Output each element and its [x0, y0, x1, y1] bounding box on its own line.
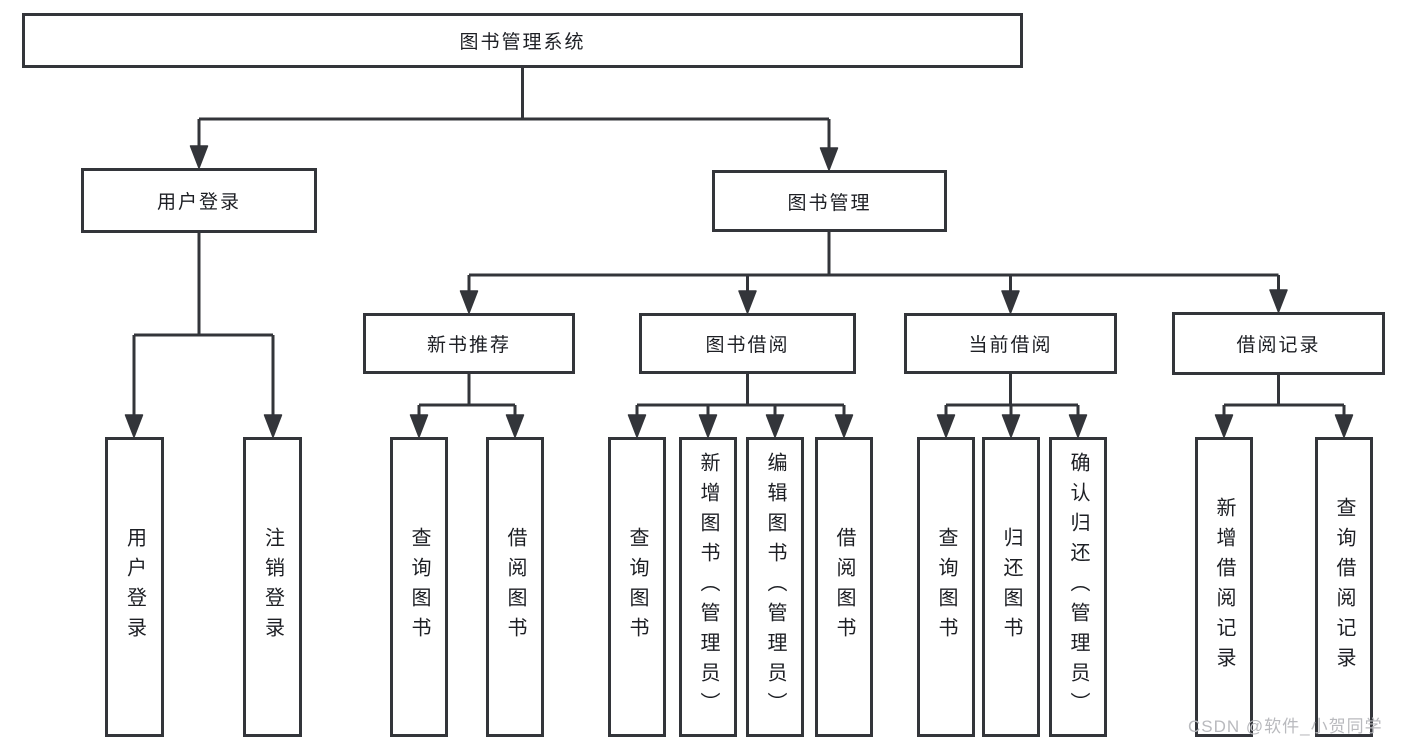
leaf-add-borrow-record: 新增借阅记录	[1195, 437, 1253, 737]
node-user-login: 用户登录	[81, 168, 317, 233]
leaf-label: 查询图书	[626, 527, 648, 647]
leaf-query-books-borrowing: 查询图书	[608, 437, 666, 737]
leaf-query-borrow-record: 查询借阅记录	[1315, 437, 1373, 737]
leaf-label: 新增图书（管理员）	[697, 452, 719, 722]
arrowheads	[124, 145, 1354, 438]
node-library-management-system: 图书管理系统	[22, 13, 1023, 68]
leaf-label: 借阅图书	[504, 527, 526, 647]
leaf-label: 归还图书	[1000, 527, 1022, 647]
leaf-borrow-books-recommend: 借阅图书	[486, 437, 544, 737]
leaf-label: 查询借阅记录	[1333, 497, 1355, 677]
node-label: 图书管理系统	[459, 32, 586, 53]
node-book-management: 图书管理	[712, 170, 947, 232]
leaf-add-books-admin: 新增图书（管理员）	[679, 437, 737, 737]
leaf-query-books-recommend: 查询图书	[390, 437, 448, 737]
leaf-label: 新增借阅记录	[1213, 497, 1235, 677]
node-borrowing-records: 借阅记录	[1172, 312, 1385, 375]
node-label: 图书管理	[787, 192, 872, 214]
csdn-watermark: CSDN @软件_小贺同学	[1188, 717, 1383, 736]
leaf-logout: 注销登录	[243, 437, 302, 737]
connector-paths	[132, 68, 1346, 419]
node-label: 用户登录	[156, 192, 241, 213]
leaf-label: 查询图书	[408, 527, 430, 647]
node-new-book-recommend: 新书推荐	[363, 313, 575, 374]
leaf-edit-books-admin: 编辑图书（管理员）	[746, 437, 804, 737]
leaf-label: 注销登录	[261, 527, 284, 647]
leaf-return-books: 归还图书	[982, 437, 1040, 737]
node-label: 当前借阅	[968, 335, 1053, 356]
leaf-user-login: 用户登录	[105, 437, 164, 737]
leaf-label: 用户登录	[123, 527, 146, 647]
leaf-label: 编辑图书（管理员）	[764, 452, 786, 722]
leaf-label: 确认归还（管理员）	[1067, 452, 1089, 722]
node-book-borrowing: 图书借阅	[639, 313, 856, 374]
leaf-label: 查询图书	[935, 527, 957, 647]
node-label: 新书推荐	[426, 335, 511, 356]
node-label: 图书借阅	[705, 335, 790, 356]
node-label: 借阅记录	[1236, 335, 1321, 356]
node-current-borrowing: 当前借阅	[904, 313, 1117, 374]
leaf-query-books-current: 查询图书	[917, 437, 975, 737]
leaf-label: 借阅图书	[833, 527, 855, 647]
leaf-borrow-books: 借阅图书	[815, 437, 873, 737]
leaf-confirm-return-admin: 确认归还（管理员）	[1049, 437, 1107, 737]
